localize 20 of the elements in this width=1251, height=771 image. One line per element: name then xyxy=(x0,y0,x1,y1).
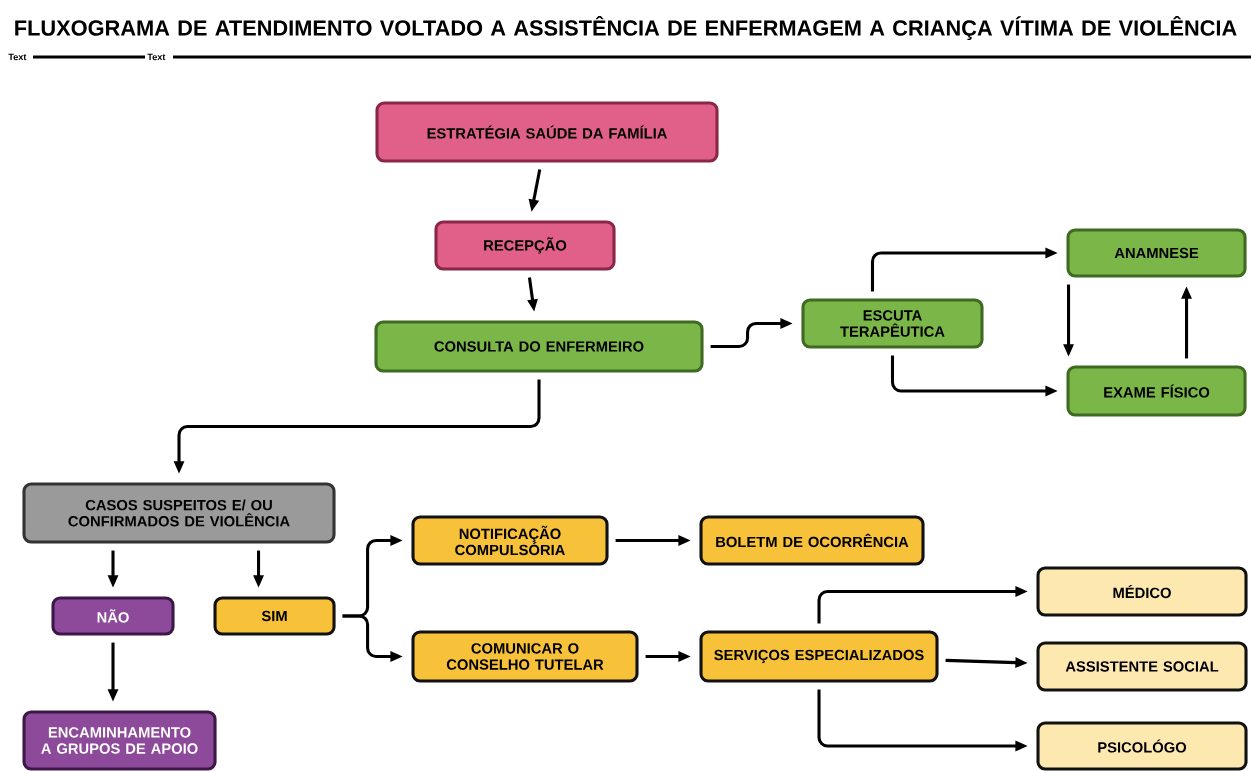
rule-label: Text xyxy=(8,53,27,61)
process-box: CONSULTA DO ENFERMEIRO xyxy=(374,320,704,373)
service-box: MÉDICO xyxy=(1036,566,1248,617)
answer-box: NÃO xyxy=(51,596,175,636)
process-box: ANAMNESE xyxy=(1066,228,1247,278)
process-box: COMUNICAR O CONSELHO TUTELAR xyxy=(411,630,639,683)
process-box: NOTIFICAÇÃO COMPULSÓRIA xyxy=(411,515,609,566)
process-box: RECEPÇÃO xyxy=(434,220,616,271)
decision-box: CASOS SUSPEITOS E/ OU CONFIRMADOS DE VIOLÊNCIA xyxy=(22,482,336,544)
process-box: ENCAMINHAMENTO A GRUPOS DE APOIO xyxy=(22,710,217,771)
service-box: PSICOLÓGO xyxy=(1036,721,1248,771)
service-box: ASSISTENTE SOCIAL xyxy=(1036,641,1248,692)
process-box: EXAME FÍSICO xyxy=(1066,365,1247,417)
process-box: ESTRATÉGIA SAÚDE DA FAMÍLIA xyxy=(375,101,719,163)
title: FLUXOGRAMA DE ATENDIMENTO VOLTADO A ASSISTÊNCIA DE ENFERMAGEM A CRIANÇA VÍTIMA DE VIOLÊNCIA xyxy=(15,16,1237,40)
process-box: SERVIÇOS ESPECIALIZADOS xyxy=(699,630,939,683)
answer-box: SIM xyxy=(213,596,336,636)
process-box: BOLETM DE OCORRÊNCIA xyxy=(699,515,925,566)
process-box: ESCUTA TERAPÊUTICA xyxy=(801,298,984,349)
rule-label: Text xyxy=(147,53,166,61)
